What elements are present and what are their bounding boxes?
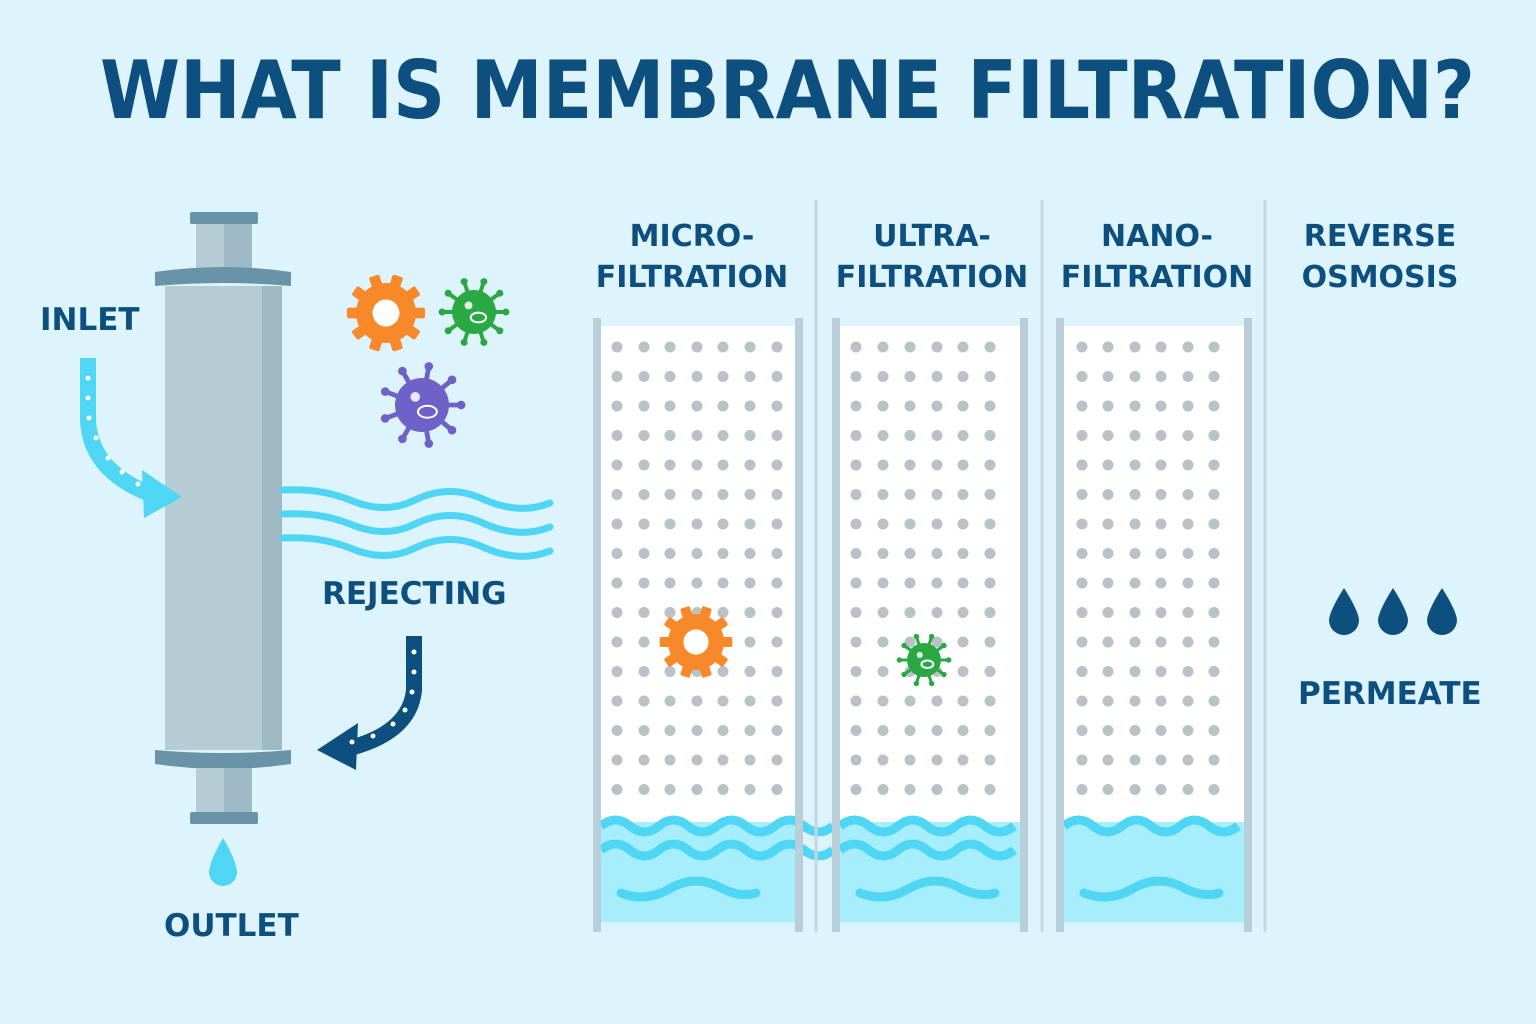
trapped-bacteria-particle-icon [896, 633, 952, 687]
column-heading-nano-line1: NANO- [1101, 219, 1213, 254]
outlet-label: OUTLET [164, 908, 299, 944]
bottom-flange [155, 750, 291, 769]
top-flange [155, 267, 291, 286]
membrane-panel-nano [1056, 318, 1252, 932]
bacteria-particle-icon [438, 278, 510, 346]
panel-wall-left [832, 318, 840, 932]
membrane-panel-ultra [832, 318, 1028, 932]
column-heading-ultra-line1: ULTRA- [873, 219, 991, 254]
column-heading-ro-line1: REVERSE [1304, 219, 1457, 254]
column-headings: MICRO- FILTRATION ULTRA- FILTRATION NANO… [596, 219, 1459, 295]
membrane-pores [1076, 341, 1220, 795]
inlet-label: INLET [40, 302, 140, 338]
top-cap [190, 212, 258, 224]
gear-particle-icon [347, 274, 425, 352]
panel-wall-right [1244, 318, 1252, 932]
permeate-label: PERMEATE [1298, 676, 1482, 712]
filter-module [155, 212, 291, 886]
bottom-cap [190, 812, 258, 824]
column-divider [1263, 200, 1267, 932]
permeate-water [837, 800, 1020, 922]
column-divider [814, 200, 818, 932]
rejecting-label: REJECTING [322, 576, 507, 612]
outlet-drop-icon [209, 838, 237, 886]
virus-particle-icon [380, 362, 466, 448]
inlet-arrow-icon [80, 358, 182, 518]
column-divider [1040, 200, 1044, 932]
panel-wall-left [1056, 318, 1064, 932]
reject-arrow-icon [317, 636, 422, 770]
column-heading-micro-line1: MICRO- [630, 219, 755, 254]
permeate-water [598, 800, 836, 922]
reject-flow-waves-icon [279, 486, 554, 560]
column-heading-micro-line2: FILTRATION [596, 260, 789, 295]
column-heading-nano-line2: FILTRATION [1061, 260, 1254, 295]
filtration-columns [593, 200, 1267, 932]
panel-wall-left [593, 318, 601, 932]
permeate-drops-icon [1329, 588, 1457, 635]
trapped-gear-particle-icon [659, 606, 733, 678]
rejected-particles [347, 274, 510, 448]
panel-wall-right [1020, 318, 1028, 932]
column-heading-ro-line2: OSMOSIS [1302, 260, 1459, 295]
panel-wall-right [795, 318, 803, 932]
column-heading-ultra-line2: FILTRATION [836, 260, 1029, 295]
permeate-water [1061, 800, 1244, 922]
membrane-pores [611, 341, 783, 795]
page-title: WHAT IS MEMBRANE FILTRATION? [100, 44, 1475, 137]
